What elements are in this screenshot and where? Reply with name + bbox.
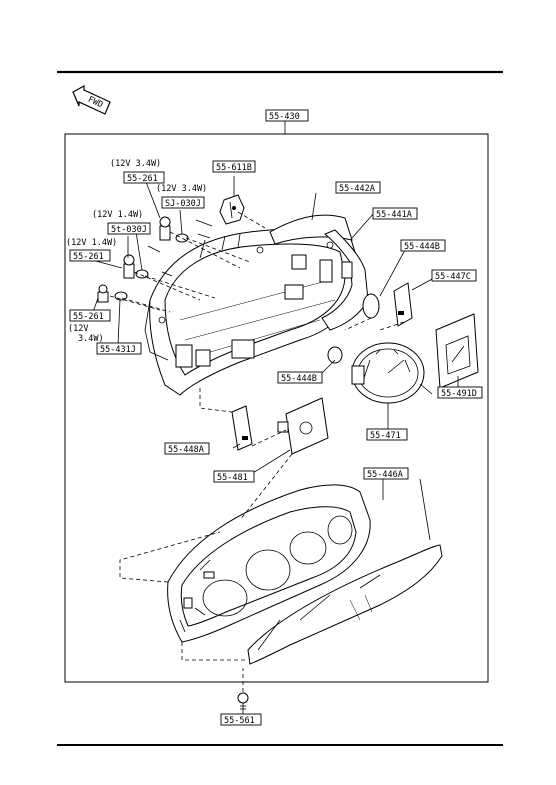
bulb-socket-c xyxy=(97,284,109,303)
svg-text:55-444B: 55-444B xyxy=(404,242,440,252)
svg-text:55-430: 55-430 xyxy=(269,112,300,122)
spec-12v-3-4w-b: (12V 3.4W) xyxy=(156,184,207,194)
label-55-448a: 55-448A xyxy=(164,442,210,455)
spec-12v-e1: (12V xyxy=(68,324,88,334)
indicator-lens-mid xyxy=(327,346,343,364)
svg-text:55-561: 55-561 xyxy=(224,716,255,726)
svg-text:55-444B: 55-444B xyxy=(281,374,317,384)
label-55-447c: 55-447C xyxy=(431,269,477,282)
printed-circuit xyxy=(321,229,369,331)
meter-hood xyxy=(167,484,371,643)
label-55-431j: 55-431J xyxy=(96,342,142,355)
label-55-446a: 55-446A xyxy=(363,467,409,480)
screw-561 xyxy=(237,692,249,714)
label-55-444b-top: 55-444B xyxy=(400,239,446,252)
svg-text:55-261: 55-261 xyxy=(73,312,104,322)
svg-text:55-442A: 55-442A xyxy=(339,184,375,194)
svg-text:55-261: 55-261 xyxy=(127,174,158,184)
bulb-socket-b xyxy=(123,254,135,279)
fwd-arrow-icon: FWD xyxy=(72,84,111,115)
label-sj-030j: SJ-030J xyxy=(161,196,205,209)
bulb-socket-a xyxy=(159,216,171,241)
label-55-491d: 55-491D xyxy=(437,386,483,399)
bulb-holder-5t xyxy=(135,269,149,279)
label-5t-030j: 5t-030J xyxy=(107,222,151,235)
svg-text:55-611B: 55-611B xyxy=(216,163,252,173)
spec-3-4w-e2: 3.4W) xyxy=(78,334,104,344)
svg-text:55-448A: 55-448A xyxy=(168,445,204,455)
label-55-471: 55-471 xyxy=(366,428,408,441)
label-55-441a: 55-441A xyxy=(372,207,418,220)
plate-448a xyxy=(231,405,253,451)
label-55-611b: 55-611B xyxy=(212,160,256,173)
svg-text:55-261: 55-261 xyxy=(73,252,104,262)
svg-text:SJ-030J: SJ-030J xyxy=(165,199,201,209)
svg-text:55-441A: 55-441A xyxy=(376,210,412,220)
svg-text:55-481: 55-481 xyxy=(217,473,248,483)
svg-text:55-447C: 55-447C xyxy=(435,272,471,282)
tacho-board xyxy=(277,397,329,455)
svg-text:55-431J: 55-431J xyxy=(100,345,136,355)
label-55-444b-mid: 55-444B xyxy=(277,371,323,384)
cluster-lens xyxy=(247,544,443,665)
label-55-261-a: 55-261 xyxy=(123,171,165,184)
housing-screws xyxy=(147,219,213,277)
warning-plate xyxy=(393,282,413,327)
label-55-261-c: 55-261 xyxy=(69,309,111,322)
svg-text:55-471: 55-471 xyxy=(370,431,401,441)
svg-text:55-446A: 55-446A xyxy=(367,470,403,480)
spec-12v-3-4w-a: (12V 3.4W) xyxy=(110,159,161,169)
temperature-gauge xyxy=(435,313,479,389)
label-55-430: 55-430 xyxy=(265,109,309,122)
cluster-housing xyxy=(144,214,359,396)
spec-12v-1-4w-c: (12V 1.4W) xyxy=(92,210,143,220)
spec-12v-1-4w-d: (12V 1.4W) xyxy=(66,238,117,248)
svg-text:55-491D: 55-491D xyxy=(441,389,477,399)
label-55-261-b: 55-261 xyxy=(69,249,111,262)
clip-611b xyxy=(219,194,245,225)
label-55-442a: 55-442A xyxy=(335,181,381,194)
speedometer xyxy=(351,342,433,404)
label-55-561: 55-561 xyxy=(220,713,262,726)
label-55-481: 55-481 xyxy=(213,470,255,483)
svg-text:5t-030J: 5t-030J xyxy=(111,225,147,235)
assembly-frame xyxy=(64,133,489,683)
indicator-lens-top xyxy=(362,293,380,319)
